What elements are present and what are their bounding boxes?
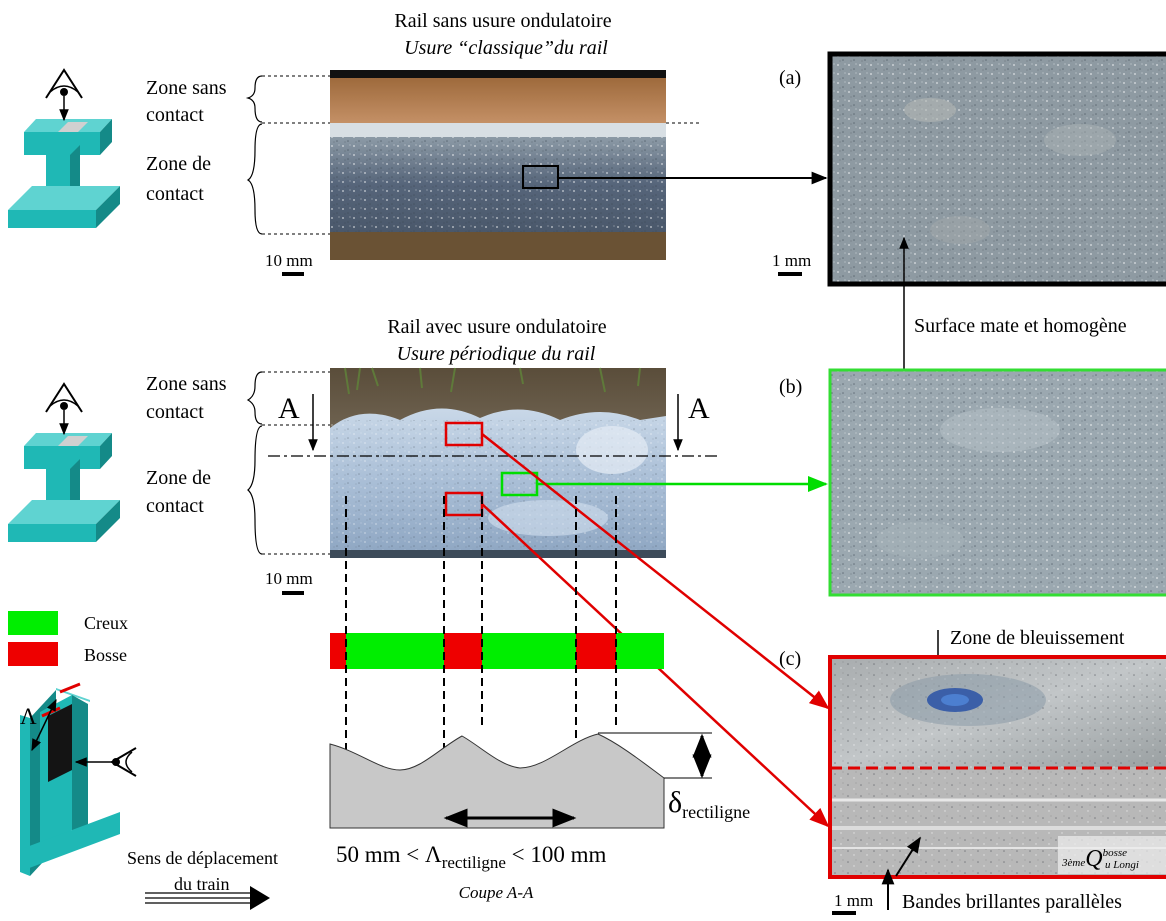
section-mark-right: A	[688, 392, 710, 425]
surface-label: Surface mate et homogène	[914, 315, 1127, 337]
panel-c-photo	[828, 655, 1166, 879]
strip-segment-bosse	[576, 633, 616, 669]
rail-icon-top	[8, 119, 120, 228]
strip-segment-creux	[482, 633, 576, 669]
top-scale-bar	[282, 272, 304, 276]
panel-c-annot-top: Zone de bleuissement	[950, 627, 1125, 649]
lambda-symbol: Λ	[20, 704, 37, 729]
panel-c-scale-bar	[832, 911, 856, 915]
section-mark-left: A	[278, 392, 300, 425]
panel-b-label: (b)	[779, 376, 802, 398]
panel-a-scale-text: 1 mm	[772, 251, 811, 270]
top-zone-de-1: Zone de	[146, 153, 211, 175]
top-zone-de-2: contact	[146, 183, 204, 205]
top-rail-photo	[330, 70, 666, 260]
wear-profile	[329, 733, 665, 829]
mid-rail-photo	[268, 367, 720, 558]
direction-line-1: Sens de déplacement	[127, 848, 278, 868]
strip-segment-bosse	[330, 633, 346, 669]
strip-segment-creux	[346, 633, 444, 669]
direction-arrow	[145, 886, 270, 910]
top-title: Rail sans usure ondulatoire	[394, 10, 611, 32]
legend-label-bosse: Bosse	[84, 645, 127, 665]
panel-a-photo	[827, 51, 1166, 287]
eye-icon-top	[45, 68, 83, 122]
panel-c-scale-text: 1 mm	[834, 891, 873, 910]
mid-zone-sans-1: Zone sans	[146, 373, 227, 395]
top-zone-sans-1: Zone sans	[146, 77, 227, 99]
top-zone-sans-2: contact	[146, 104, 204, 126]
mid-zone-de-1: Zone de	[146, 467, 211, 489]
legend: Creux Bosse	[8, 611, 128, 666]
legend-swatch-bosse	[8, 642, 58, 666]
mid-scale-bar	[282, 591, 304, 595]
section-caption: Coupe A-A	[459, 883, 534, 902]
top-scale-text: 10 mm	[265, 251, 313, 270]
panel-a-label: (a)	[779, 67, 801, 89]
panel-c-watermark-2: u Longi	[1105, 859, 1139, 871]
mid-zone-labels: Zone sans contact Zone de contact	[146, 371, 330, 555]
rail-icon-side	[20, 682, 120, 876]
arrow-to-c-1	[481, 433, 830, 710]
strip-segment-bosse	[444, 633, 482, 669]
projection-lines	[345, 496, 617, 760]
panel-c-annot-bottom: Bandes brillantes parallèles	[902, 891, 1122, 913]
eye-icon-side	[74, 747, 137, 777]
mid-scale-text: 10 mm	[265, 569, 313, 588]
annot-bottom-arrow-2	[895, 836, 921, 877]
direction-line-2: du train	[174, 874, 230, 894]
mid-title: Rail avec usure ondulatoire	[387, 316, 606, 338]
panel-c-watermark: 3èmeQbosse	[1061, 846, 1127, 872]
panel-a-scale-bar	[778, 272, 802, 276]
panel-b-photo	[828, 368, 1166, 597]
strip-segment-creux	[616, 633, 664, 669]
mid-zone-sans-2: contact	[146, 401, 204, 423]
legend-swatch-creux	[8, 611, 58, 635]
legend-label-creux: Creux	[84, 613, 128, 633]
mid-zone-de-2: contact	[146, 495, 204, 517]
rail-icon-mid	[8, 433, 120, 542]
top-zone-labels: Zone sans contact Zone de contact	[146, 75, 700, 235]
creux-bosse-strip	[330, 633, 664, 669]
panel-c-label: (c)	[779, 648, 801, 670]
lambda-formula: 50 mm < Λrectiligne < 100 mm	[336, 842, 607, 872]
delta-label: δrectiligne	[668, 786, 750, 822]
eye-icon-mid	[45, 382, 83, 436]
mid-subtitle: Usure périodique du rail	[397, 343, 596, 365]
top-subtitle: Usure “classique”du rail	[404, 37, 608, 59]
